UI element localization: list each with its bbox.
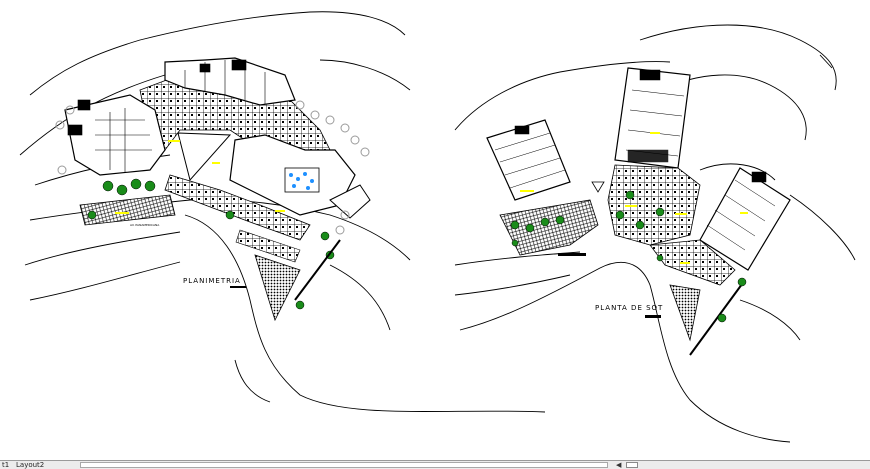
- tower-east-rooms: [706, 171, 776, 251]
- round-trees-outline: [55, 100, 370, 235]
- layout-tab-bar: t1 Layout2 ◀: [0, 460, 870, 469]
- scroll-left-arrow-icon[interactable]: ◀: [616, 461, 622, 469]
- lower-walkway-grid: [164, 174, 311, 241]
- building-northeast-rooms: [184, 59, 266, 104]
- right-site-plan[interactable]: PLANTA DE SOT: [486, 67, 791, 356]
- long-diagonal-path: [294, 239, 341, 301]
- central-wedge: [177, 132, 232, 182]
- scroll-thumb[interactable]: [626, 462, 638, 468]
- tab-layout-1[interactable]: t1: [2, 461, 10, 469]
- parking-hatch-right: [499, 199, 599, 256]
- plan-label-right: PLANTA DE SOT: [595, 304, 663, 312]
- triangle-green-area-right: [669, 284, 701, 342]
- annotations-left: [115, 140, 285, 214]
- plan-label-left: PLANIMETRIA: [183, 277, 241, 285]
- road-label: AV. PANAMERICANA: [130, 223, 160, 227]
- central-court-grid: [607, 164, 701, 246]
- stepped-ramp: [235, 229, 301, 263]
- parking-hatch-left: [79, 194, 176, 226]
- tab-layout-2[interactable]: Layout2: [16, 461, 45, 469]
- pool: [284, 167, 320, 193]
- building-west-rooms: [67, 99, 152, 172]
- horizontal-scrollbar[interactable]: [80, 462, 608, 468]
- scale-bar-left: [230, 286, 246, 288]
- left-site-plan[interactable]: PLANIMETRIA AV. PANAMERICANA: [55, 57, 371, 322]
- annotations-right: [520, 132, 748, 264]
- scale-bar-mid: [558, 253, 586, 256]
- scale-bar-right: [645, 315, 661, 318]
- building-far-east: [329, 184, 371, 219]
- tower-west-rooms: [494, 125, 566, 189]
- tower-east: [699, 167, 791, 271]
- triangle-green-area: [254, 254, 301, 322]
- pool-water: [289, 172, 314, 190]
- trees-right: [510, 190, 747, 323]
- lower-court-grid: [649, 239, 736, 286]
- entry-arrow: [591, 181, 605, 193]
- tower-north-rooms: [625, 69, 685, 163]
- building-northeast: [164, 57, 296, 106]
- long-diagonal-path-right: [689, 279, 746, 356]
